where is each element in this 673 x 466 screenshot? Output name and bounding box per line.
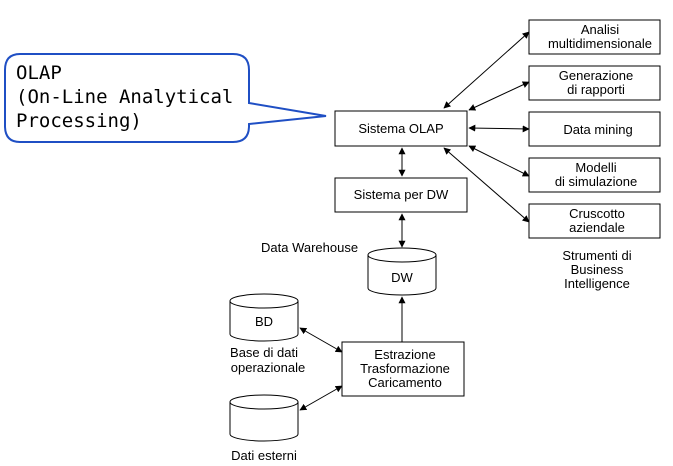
etl-box: Estrazione Trasformazione Caricamento bbox=[341, 341, 465, 397]
callout-line-3: Processing) bbox=[16, 110, 142, 132]
tool-cruscotto-box: Cruscotto aziendale bbox=[528, 203, 661, 239]
arrow-bd-etl bbox=[299, 327, 343, 353]
dati-esterni-cylinder bbox=[229, 394, 299, 442]
bd-cylinder: BD bbox=[229, 293, 299, 342]
bi-label-3: Intelligence bbox=[564, 276, 630, 291]
sistema-olap-label: Sistema OLAP bbox=[358, 121, 443, 136]
bd-label: BD bbox=[255, 314, 273, 329]
connectors bbox=[299, 31, 530, 411]
tool-generazione-box: Generazione di rapporti bbox=[528, 65, 661, 101]
etl-label-3: Caricamento bbox=[368, 375, 442, 390]
bi-label-2: Business bbox=[571, 262, 624, 277]
sistema-dw-box: Sistema per DW bbox=[334, 177, 468, 213]
bi-label-1: Strumenti di bbox=[562, 248, 631, 263]
tool-modelli-label-2: di simulazione bbox=[555, 174, 637, 189]
tool-modelli-label-1: Modelli bbox=[575, 160, 616, 175]
tool-cruscotto-label-2: aziendale bbox=[569, 220, 625, 235]
arrow-esterni-etl bbox=[299, 385, 343, 411]
callout-bubble bbox=[4, 53, 327, 143]
base-dati-label-2: operazionale bbox=[231, 360, 305, 375]
dw-label: DW bbox=[391, 270, 413, 285]
sistema-olap-box: Sistema OLAP bbox=[334, 110, 468, 147]
arrow-olap-modelli bbox=[468, 145, 530, 177]
callout-line-2: (On-Line Analytical bbox=[16, 86, 233, 108]
tool-analisi-label-2: multidimensionale bbox=[548, 36, 652, 51]
olap-callout: OLAP (On-Line Analytical Processing) bbox=[4, 53, 327, 143]
dw-cylinder: DW bbox=[367, 247, 437, 296]
arrow-olap-generazione bbox=[468, 81, 530, 111]
arrow-olap-cruscotto bbox=[443, 147, 530, 223]
sistema-dw-label: Sistema per DW bbox=[354, 187, 449, 202]
tool-modelli-box: Modelli di simulazione bbox=[528, 157, 661, 193]
etl-label-1: Estrazione bbox=[374, 347, 435, 362]
dati-esterni-label: Dati esterni bbox=[231, 448, 297, 463]
tool-data-mining-label: Data mining bbox=[563, 122, 632, 137]
callout-line-1: OLAP bbox=[16, 62, 62, 84]
tool-analisi-label-1: Analisi bbox=[581, 22, 619, 37]
data-warehouse-label: Data Warehouse bbox=[261, 240, 358, 255]
etl-label-2: Trasformazione bbox=[360, 361, 450, 376]
tool-cruscotto-label-1: Cruscotto bbox=[569, 206, 625, 221]
tool-analisi-box: Analisi multidimensionale bbox=[528, 19, 661, 55]
arrow-olap-analisi bbox=[443, 31, 530, 109]
tool-generazione-label-1: Generazione bbox=[559, 68, 633, 83]
arrow-olap-datamining bbox=[468, 124, 530, 133]
tool-generazione-label-2: di rapporti bbox=[567, 82, 625, 97]
base-dati-label-1: Base di dati bbox=[230, 345, 298, 360]
tool-data-mining-box: Data mining bbox=[528, 111, 661, 147]
